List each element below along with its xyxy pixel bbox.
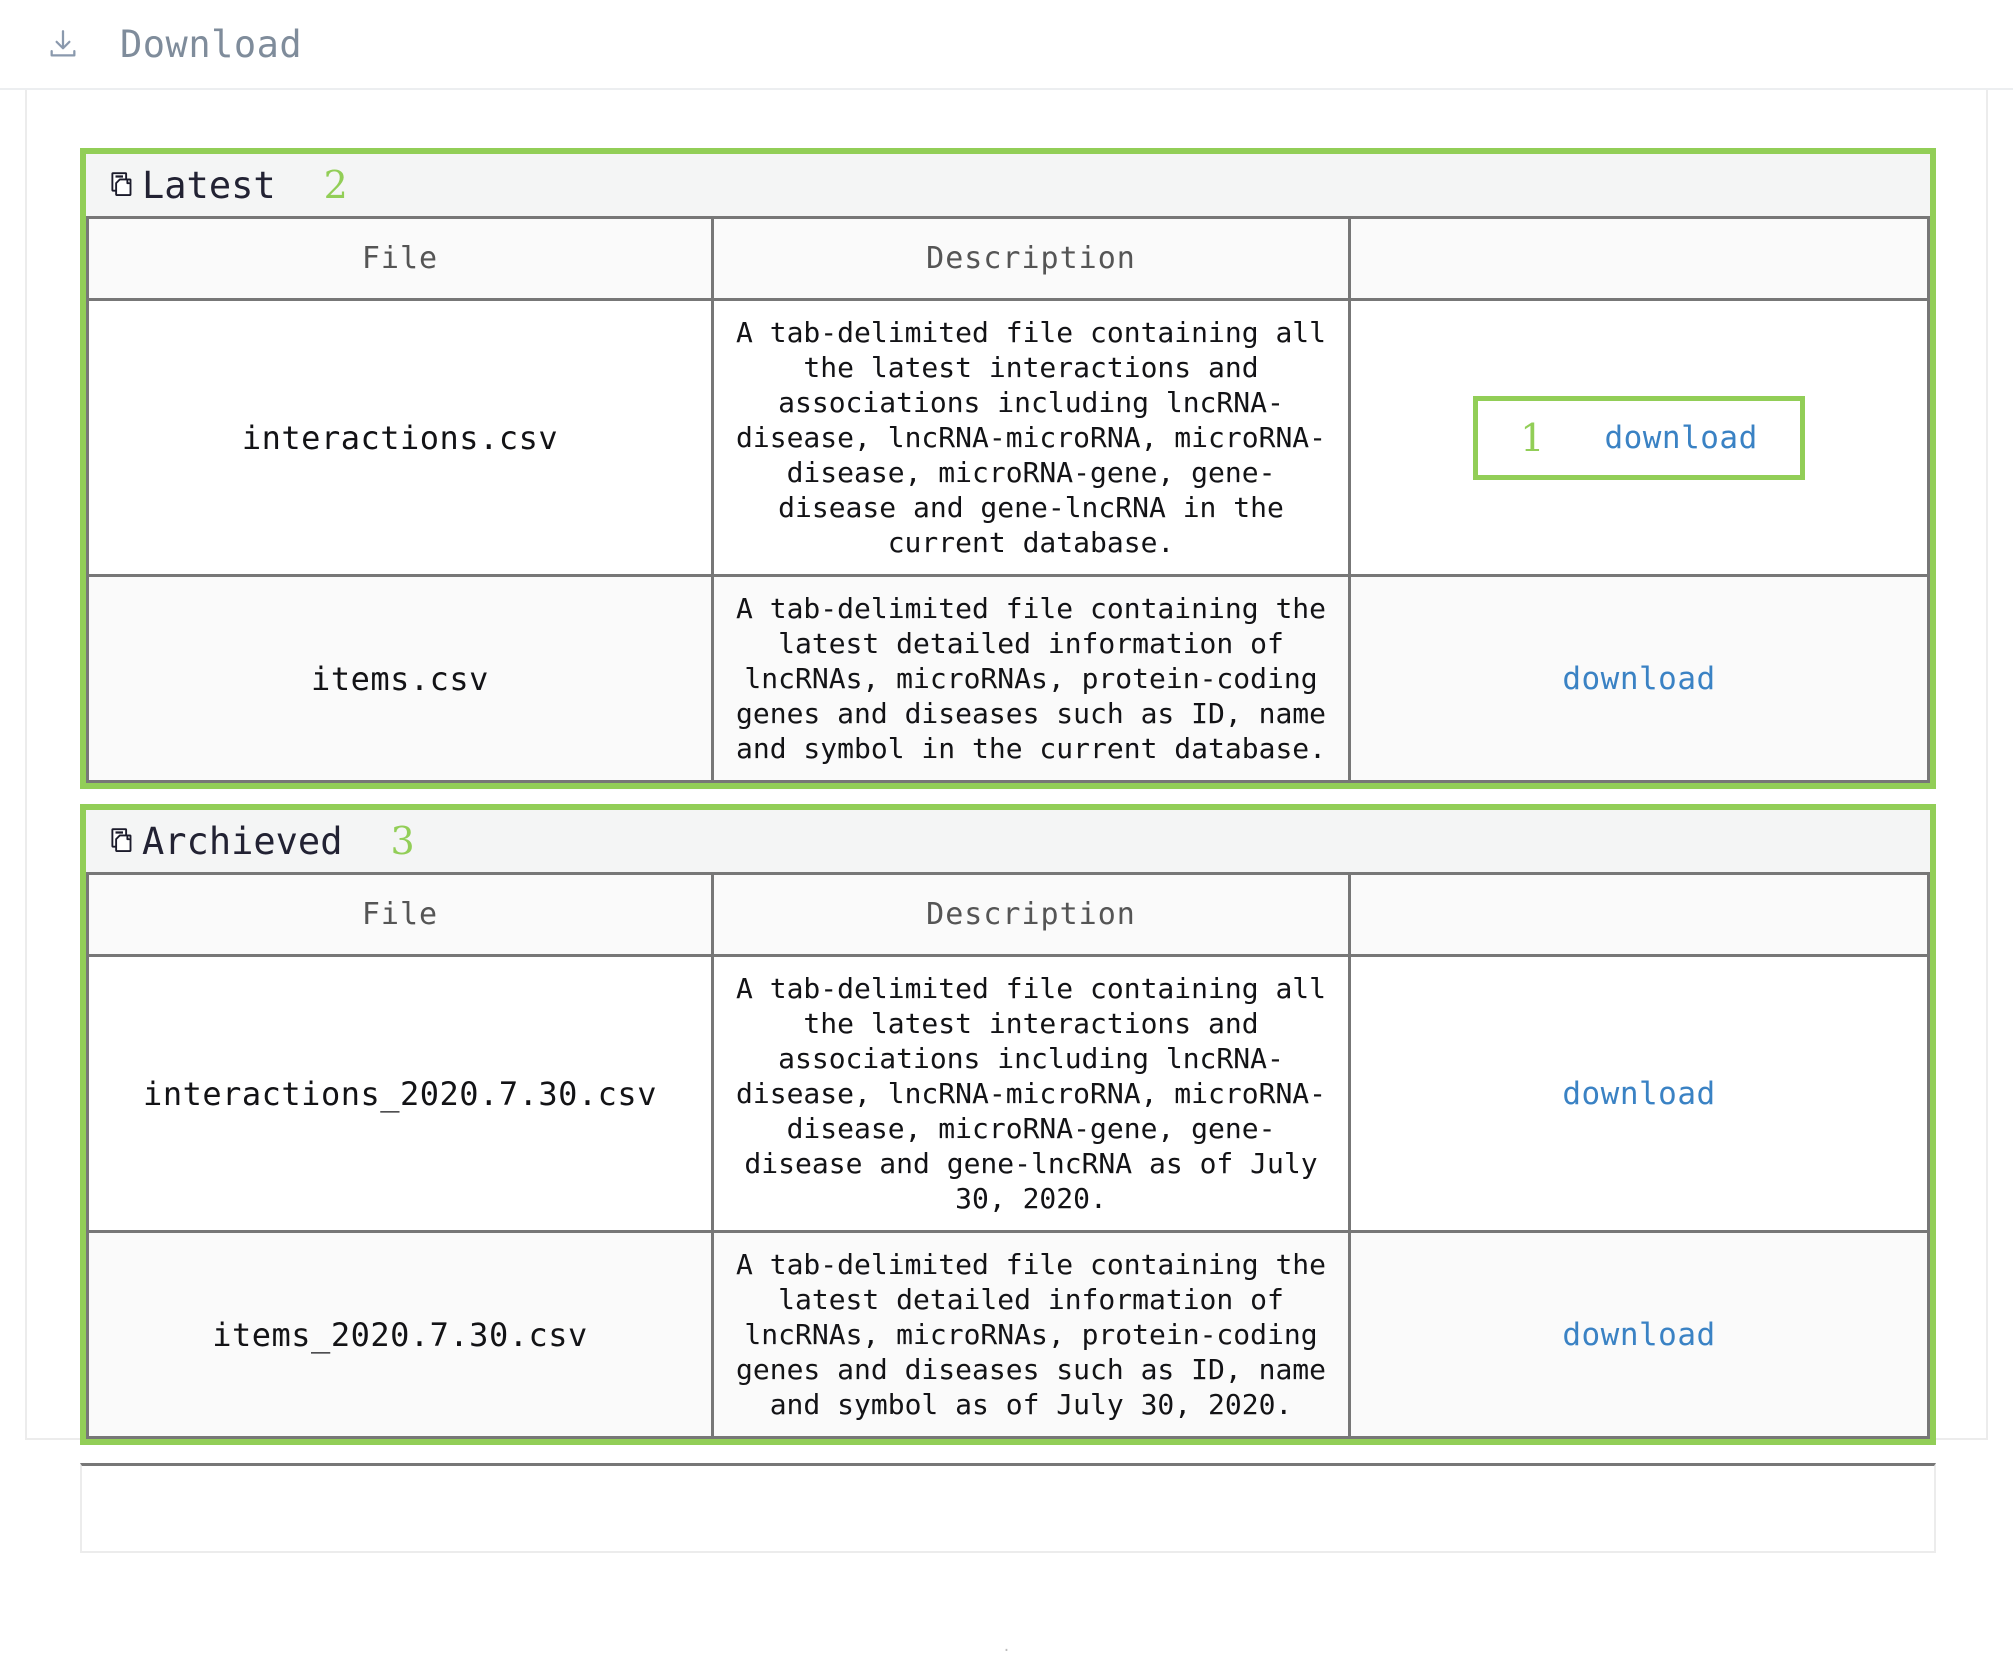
table-row: interactions_2020.7.30.csv A tab-delimit… <box>86 954 1930 1233</box>
panel-latest-annotation: 2 <box>323 163 348 207</box>
page-header: Download <box>0 0 2013 90</box>
download-link[interactable]: download <box>1562 1075 1716 1112</box>
footer-strip <box>80 1463 1936 1553</box>
download-cell: download <box>1348 1230 1930 1439</box>
download-highlight-box: 1 download <box>1473 395 1805 480</box>
download-cell: download <box>1348 954 1930 1233</box>
files-icon <box>108 170 138 200</box>
footer-dot: . <box>1002 1639 1011 1655</box>
column-header-action <box>1348 216 1930 301</box>
archieved-files-table: File Description interactions_2020.7.30.… <box>86 872 1930 1439</box>
panel-latest: Latest 2 File Description interactions.c… <box>80 148 1936 789</box>
download-icon <box>46 27 80 61</box>
download-cell: download <box>1348 574 1930 783</box>
panel-archieved-heading: Archieved 3 <box>86 810 1930 872</box>
table-row: items_2020.7.30.csv A tab-delimited file… <box>86 1230 1930 1439</box>
column-header-file: File <box>86 872 714 957</box>
download-link[interactable]: download <box>1562 1316 1716 1353</box>
panel-latest-title: Latest <box>142 163 276 207</box>
file-name: interactions.csv <box>86 298 714 577</box>
panel-archieved-title: Archieved <box>142 819 343 863</box>
table-row: items.csv A tab-delimited file containin… <box>86 574 1930 783</box>
file-description: A tab-delimited file containing all the … <box>711 298 1351 577</box>
latest-files-table: File Description interactions.csv A tab-… <box>86 216 1930 783</box>
download-cell: 1 download <box>1348 298 1930 577</box>
file-description: A tab-delimited file containing the late… <box>711 1230 1351 1439</box>
download-wrapper: download <box>1562 661 1715 697</box>
download-wrapper: download <box>1562 1317 1715 1353</box>
download-wrapper: download <box>1562 1076 1715 1112</box>
table-header-row: File Description <box>86 872 1930 957</box>
table-header-row: File Description <box>86 216 1930 301</box>
panel-latest-heading: Latest 2 <box>86 154 1930 216</box>
column-header-description: Description <box>711 216 1351 301</box>
file-description: A tab-delimited file containing all the … <box>711 954 1351 1233</box>
download-link[interactable]: download <box>1604 419 1758 456</box>
download-link[interactable]: download <box>1562 660 1716 697</box>
files-icon <box>108 826 138 856</box>
column-header-action <box>1348 872 1930 957</box>
content-frame: Latest 2 File Description interactions.c… <box>25 90 1988 1655</box>
file-name: items.csv <box>86 574 714 783</box>
panel-archieved: Archieved 3 File Description interaction… <box>80 804 1936 1445</box>
column-header-description: Description <box>711 872 1351 957</box>
file-description: A tab-delimited file containing the late… <box>711 574 1351 783</box>
column-header-file: File <box>86 216 714 301</box>
table-row: interactions.csv A tab-delimited file co… <box>86 298 1930 577</box>
panel-archieved-annotation: 3 <box>390 819 415 863</box>
download-annotation: 1 <box>1520 415 1545 460</box>
page-title: Download <box>120 22 303 66</box>
file-name: interactions_2020.7.30.csv <box>86 954 714 1233</box>
file-name: items_2020.7.30.csv <box>86 1230 714 1439</box>
